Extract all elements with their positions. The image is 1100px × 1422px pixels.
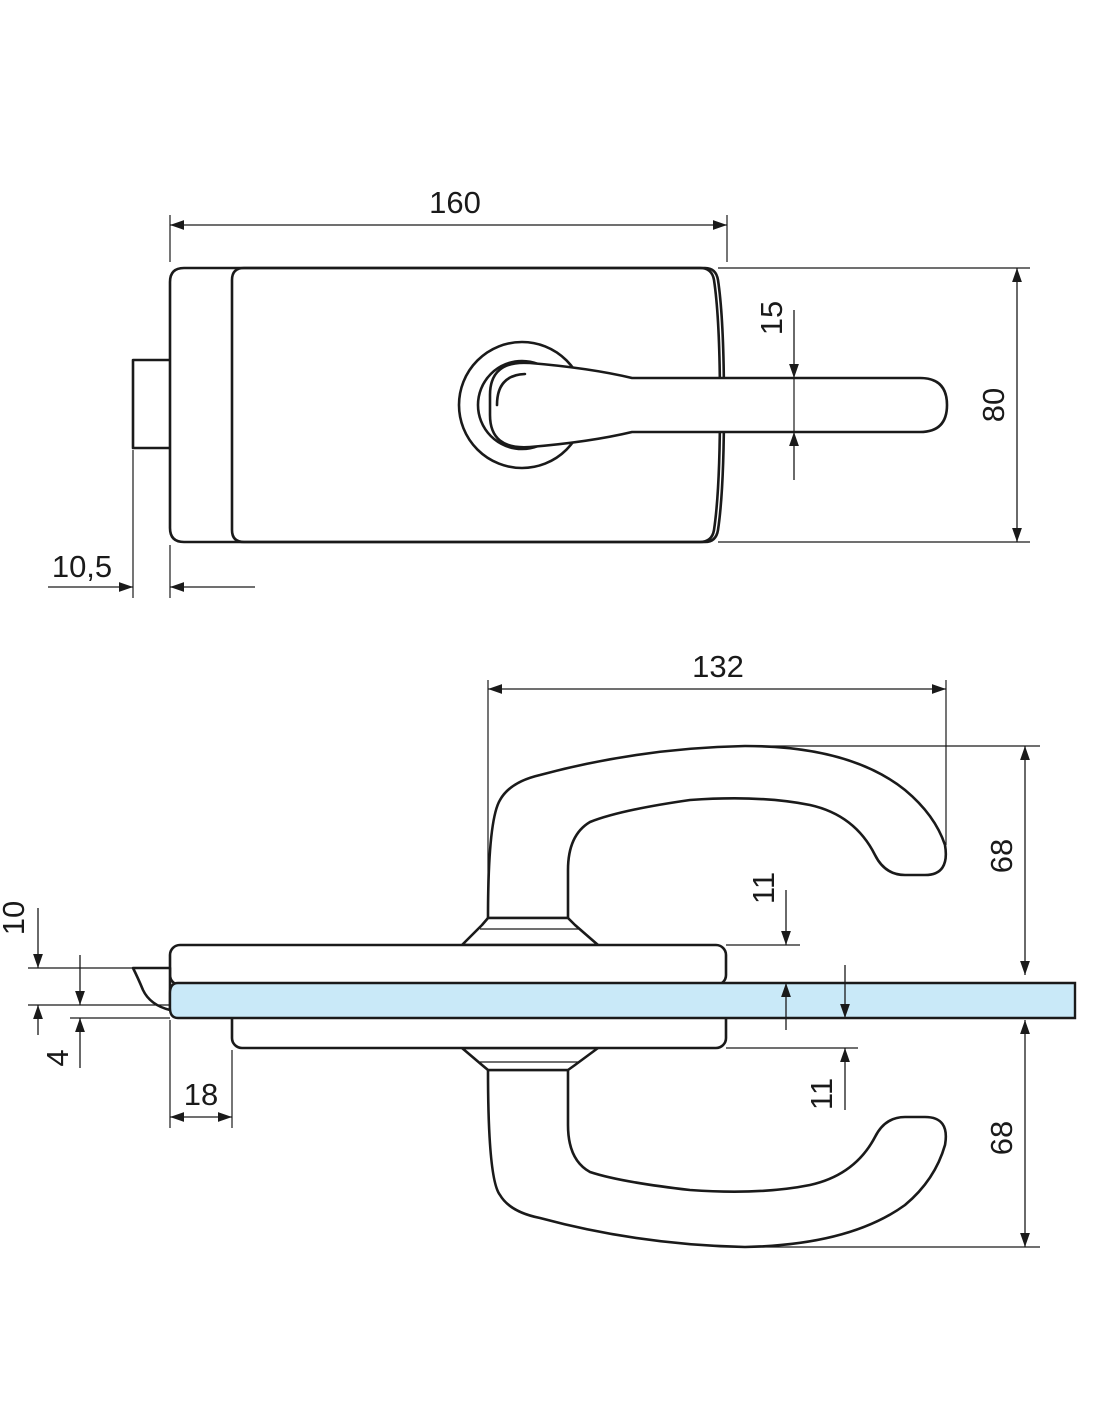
lower-handle [486,1068,948,1249]
upper-plate [168,943,728,987]
side-view: 132 68 68 11 11 10 4 18 [0,649,1077,1249]
latch-tongue [131,966,172,1012]
lever-hub [495,372,527,407]
dim-height-label: 80 [976,388,1011,422]
dim-handle-reach-label: 132 [692,649,744,684]
dim-handle-thickness-label: 15 [754,301,789,335]
dim-glass-thickness-label: 10 [0,901,31,935]
latch-bolt [131,358,173,450]
lock-cover-plate [230,266,722,544]
lock-body-outer [168,266,726,544]
upper-handle [486,744,948,920]
dim-latch-setback-label: 18 [184,1077,218,1112]
lever-handle [488,361,949,449]
lower-collar [460,1046,600,1072]
upper-collar [460,916,600,947]
glass-panel [168,981,1077,1020]
dim-latch-projection-label: 10,5 [52,549,112,584]
top-view: 160 80 15 10,5 [48,185,1030,598]
dim-width-label: 160 [429,185,481,220]
dim-plate-lower-label: 11 [804,1078,839,1110]
dim-handle-height-upper-label: 68 [984,839,1019,873]
dim-handle-height-lower-label: 68 [984,1121,1019,1155]
dim-plate-upper-label: 11 [746,872,781,904]
dim-latch-offset-label: 4 [40,1049,75,1066]
